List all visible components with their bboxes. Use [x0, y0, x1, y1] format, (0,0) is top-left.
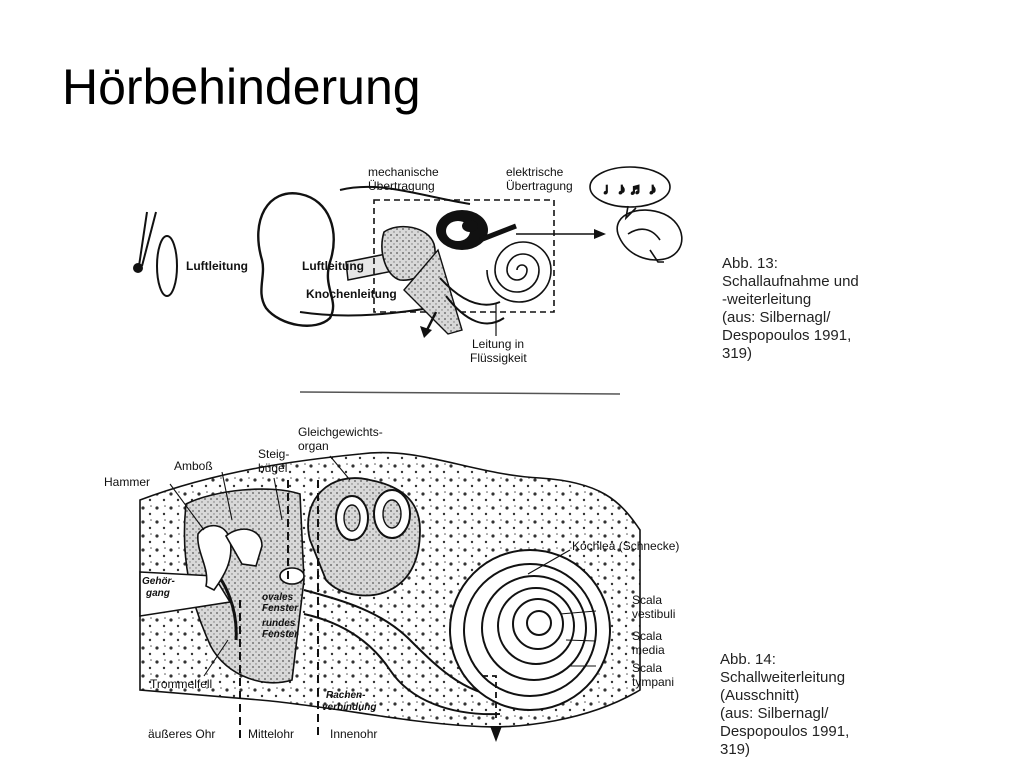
label-fluessig-2: Flüssigkeit	[470, 351, 527, 365]
label-aeusseres-ohr: äußeres Ohr	[148, 727, 215, 741]
label-knochenleitung: Knochenleitung	[306, 287, 397, 301]
caption14-line-6: 319)	[720, 741, 750, 758]
leader-lines	[169, 455, 597, 677]
label-luftleitung-inner: Luftleitung	[302, 259, 364, 273]
cochlea-spiral-shape	[439, 241, 552, 325]
slide-title: Hörbehinderung	[62, 59, 421, 115]
caption14-line-3: (Ausschnitt)	[720, 687, 799, 704]
caption14-line-2: Schallweiterleitung	[720, 669, 845, 686]
tuning-fork-icon	[133, 211, 178, 297]
label-rundes-1: rundes	[262, 618, 296, 629]
label-amboss: Amboß	[174, 459, 213, 473]
label-steig-1: Steig-	[258, 447, 289, 461]
caption13-line-5: Despopoulos 1991,	[722, 327, 851, 344]
label-innenohr: Innenohr	[330, 727, 377, 741]
label-vest-2: vestibuli	[632, 607, 675, 621]
label-ovales-1: ovales	[262, 592, 294, 603]
caption13-line-1: Abb. 13:	[722, 255, 778, 272]
svg-text:♩♪ ♬ ♪: ♩♪ ♬ ♪	[603, 181, 656, 198]
caption14-line-1: Abb. 14:	[720, 651, 776, 668]
label-trommelfell: Trommelfell	[150, 677, 212, 691]
label-elektrisch-2: Übertragung	[506, 179, 573, 193]
label-fluessig-1: Leitung in	[472, 337, 524, 351]
label-gehoer-1: Gehör-	[142, 576, 175, 587]
label-mechanisch-1: mechanische	[368, 165, 439, 179]
label-hammer: Hammer	[104, 475, 150, 489]
label-gleich-2: organ	[298, 439, 329, 453]
auditory-nerve-shape	[479, 223, 517, 243]
label-elektrisch-1: elektrische	[506, 165, 564, 179]
label-rachen-1: Rachen-	[326, 690, 366, 701]
caption14-line-4: (aus: Silbernagl/	[720, 705, 829, 722]
semicircular-canals-shape	[436, 210, 488, 250]
label-tymp-2: tympani	[632, 675, 674, 689]
label-mittelohr: Mittelohr	[248, 727, 294, 741]
scan-divider	[299, 391, 621, 395]
figure-13: ♩♪ ♬ ♪ mechanische Übertragung elektrisc…	[133, 165, 859, 365]
down-arrow-icon	[490, 726, 502, 742]
caption14-line-5: Despopoulos 1991,	[720, 723, 849, 740]
arrow-head-icon	[594, 229, 606, 239]
label-luftleitung-outer: Luftleitung	[186, 259, 248, 273]
region-dividers	[239, 480, 319, 740]
label-media-2: media	[632, 643, 665, 657]
label-mechanisch-2: Übertragung	[368, 179, 435, 193]
caption13-line-4: (aus: Silbernagl/	[722, 309, 831, 326]
caption13-line-6: 319)	[722, 345, 752, 362]
caption13-line-3: -weiterleitung	[722, 291, 811, 308]
caption13-line-2: Schallaufnahme und	[722, 273, 859, 290]
label-media-1: Scala	[632, 629, 662, 643]
label-kochlea: Kochlea (Schnecke)	[572, 539, 679, 553]
bone-conduction-arrow	[420, 311, 438, 338]
figure-14: Gleichgewichts- organ Steig- bügel Amboß…	[104, 425, 849, 758]
pressure-path	[482, 675, 497, 720]
label-rundes-2: Fenster	[262, 629, 299, 640]
ossicles-shape	[197, 524, 305, 592]
middle-ear-box	[373, 199, 555, 313]
cochlea-spiral-large-shape	[449, 549, 611, 711]
label-gleich-1: Gleichgewichts-	[298, 425, 383, 439]
label-tymp-1: Scala	[632, 661, 662, 675]
label-ovales-2: Fenster	[262, 603, 299, 614]
label-vest-1: Scala	[632, 593, 662, 607]
label-gehoer-2: gang	[145, 588, 170, 599]
vestibular-organ-shape	[307, 477, 421, 597]
cochlear-duct-lower	[303, 613, 501, 716]
brain-icon: ♩♪ ♬ ♪	[589, 166, 683, 263]
label-steig-2: bügel	[258, 461, 287, 475]
label-rachen-2: verbindung	[322, 702, 376, 713]
